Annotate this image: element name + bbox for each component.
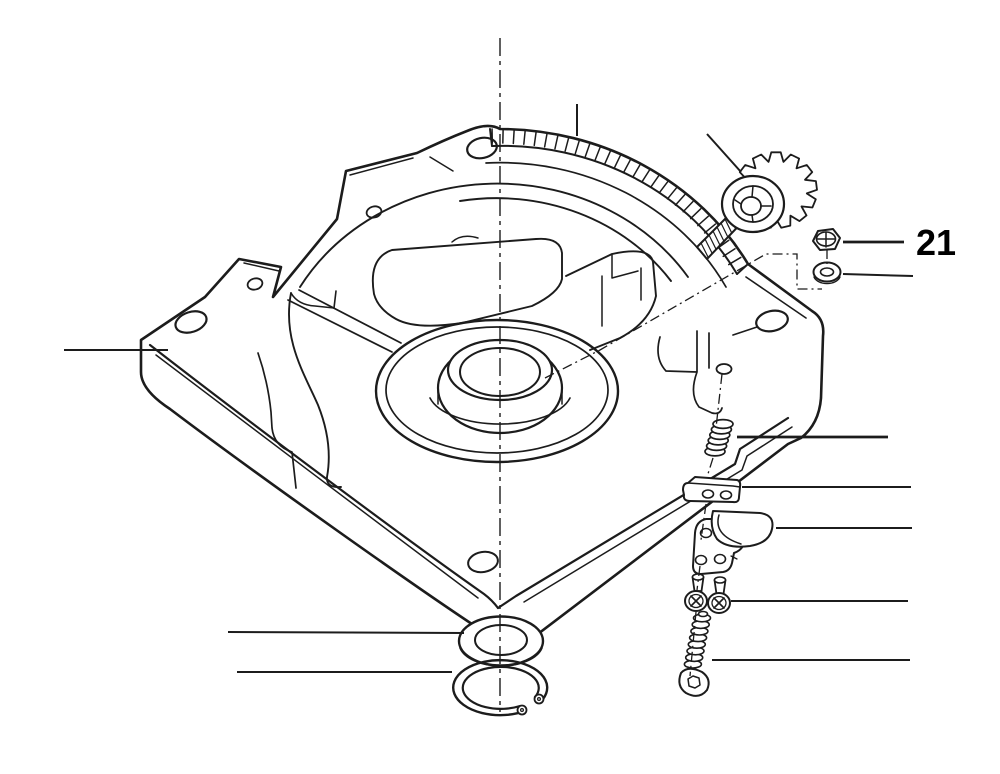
retaining-ring (452, 658, 549, 717)
leader-lines (64, 104, 914, 673)
detent-spring (704, 418, 734, 457)
base-outline (139, 124, 825, 649)
pan-head-screws (684, 573, 731, 614)
rod-axis-centerline (544, 249, 828, 379)
base-casting (139, 124, 825, 649)
clamp-block (682, 476, 742, 504)
knob-face (720, 174, 786, 234)
center-boss (374, 318, 620, 464)
lock-nut-21 (812, 228, 841, 251)
socket-head (678, 667, 710, 697)
leader-line-washer (227, 631, 465, 634)
callout-label-21: 21 (916, 222, 956, 263)
parts-axis-centerline (689, 373, 723, 677)
angle-scale-ticks (491, 128, 742, 266)
tension-spring (683, 613, 712, 669)
pan-head-screw (707, 576, 731, 614)
tension-screw (678, 610, 712, 697)
flat-washer (457, 615, 545, 667)
adjustment-knob (696, 151, 818, 260)
latch-bracket (692, 510, 774, 575)
flat-washer-upper (812, 261, 842, 285)
leader-line-knob (706, 133, 742, 173)
centerlines (499, 38, 828, 712)
leader-line-washer-upper (842, 273, 914, 277)
bolt-holes (174, 136, 789, 574)
pan-head-screw (684, 573, 708, 612)
